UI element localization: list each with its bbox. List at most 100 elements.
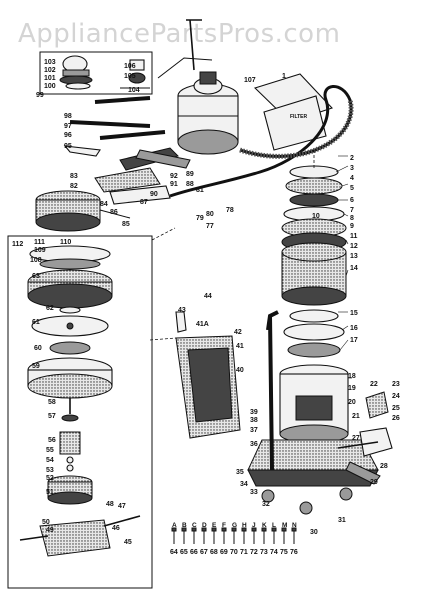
- callout-14: 14: [350, 265, 358, 272]
- callout-102: 102: [44, 67, 56, 74]
- callout-64: 64: [170, 549, 178, 556]
- fastener-letter-G: G: [232, 522, 237, 529]
- callout-34: 34: [240, 481, 248, 488]
- callout-84: 84: [100, 201, 108, 208]
- callout-36: 36: [250, 441, 258, 448]
- callout-28: 28: [380, 463, 388, 470]
- callout-62: 62: [46, 305, 54, 312]
- top-left-inset-box: [39, 51, 153, 95]
- handle-and-bag: [149, 310, 279, 471]
- callout-44: 44: [204, 293, 212, 300]
- callout-80: 80: [206, 211, 214, 218]
- callout-88: 88: [186, 181, 194, 188]
- callout-50: 50: [42, 519, 50, 526]
- callout-51: 51: [46, 489, 54, 496]
- callout-33: 33: [250, 489, 258, 496]
- callout-16: 16: [350, 325, 358, 332]
- callout-57: 57: [48, 413, 56, 420]
- fastener-letter-N: N: [292, 522, 297, 529]
- callout-70: 70: [230, 549, 238, 556]
- callout-40: 40: [236, 367, 244, 374]
- callout-92: 92: [170, 173, 178, 180]
- callout-60: 60: [34, 345, 42, 352]
- callout-112: 112: [12, 241, 23, 248]
- callout-81: 81: [196, 187, 204, 194]
- callout-3: 3: [350, 165, 354, 172]
- callout-105: 105: [124, 73, 136, 80]
- svg-text:FILTER: FILTER: [290, 114, 308, 120]
- callout-55: 55: [46, 447, 54, 454]
- left-exploded-column: [7, 227, 176, 589]
- callout-32: 32: [262, 501, 270, 508]
- filter-bag-box: FILTER: [253, 73, 333, 151]
- callout-37: 37: [250, 427, 258, 434]
- callout-21: 21: [352, 413, 360, 420]
- callout-74: 74: [270, 549, 278, 556]
- callout-97: 97: [64, 123, 72, 130]
- callout-22: 22: [370, 381, 378, 388]
- callout-6: 6: [350, 197, 354, 204]
- callout-24: 24: [392, 393, 400, 400]
- callout-109: 109: [34, 247, 46, 254]
- callout-108: 108: [30, 257, 42, 264]
- callout-101: 101: [44, 75, 56, 82]
- callout-89: 89: [186, 171, 194, 178]
- callout-98: 98: [64, 113, 72, 120]
- fastener-letter-C: C: [192, 522, 197, 529]
- callout-87: 87: [140, 199, 148, 206]
- callout-30: 30: [310, 529, 318, 536]
- callout-18: 18: [348, 373, 356, 380]
- callout-82: 82: [70, 183, 78, 190]
- callout-63: 63: [32, 273, 40, 280]
- watermark-text: AppliancePartsPros.com: [18, 19, 340, 49]
- callout-67: 67: [200, 549, 208, 556]
- callout-10: 10: [312, 213, 320, 220]
- callout-19: 19: [348, 385, 356, 392]
- callout-61: 61: [32, 319, 40, 326]
- callout-1: 1: [282, 73, 286, 80]
- callout-53: 53: [46, 467, 54, 474]
- callout-9: 9: [350, 223, 354, 230]
- callout-79: 79: [196, 215, 204, 222]
- callout-41A: 41A: [196, 321, 209, 328]
- wands-and-tools: [63, 96, 191, 205]
- callout-111: 111: [34, 239, 45, 246]
- callout-83: 83: [70, 173, 78, 180]
- leader-lines: [335, 155, 352, 379]
- callout-7: 7: [350, 207, 354, 214]
- callout-73: 73: [260, 549, 268, 556]
- callout-52: 52: [46, 475, 54, 482]
- callout-27: 27: [352, 435, 360, 442]
- callout-76: 76: [290, 549, 298, 556]
- callout-46: 46: [112, 525, 120, 532]
- fastener-letter-E: E: [212, 522, 217, 529]
- upper-left-motor: [35, 190, 131, 232]
- callout-42: 42: [234, 329, 242, 336]
- callout-25: 25: [392, 405, 400, 412]
- callout-45: 45: [124, 539, 132, 546]
- callout-91: 91: [170, 181, 178, 188]
- callout-59: 59: [32, 363, 40, 370]
- callout-96: 96: [64, 132, 72, 139]
- callout-43: 43: [178, 307, 186, 314]
- fastener-letter-H: H: [242, 522, 247, 529]
- callout-49: 49: [46, 527, 54, 534]
- fastener-letter-K: K: [262, 522, 267, 529]
- callout-106: 106: [124, 63, 136, 70]
- callout-23: 23: [392, 381, 400, 388]
- callout-78: 78: [226, 207, 234, 214]
- callout-8: 8: [350, 215, 354, 222]
- callout-48: 48: [106, 501, 114, 508]
- right-side-small-parts: [337, 391, 393, 485]
- callout-95: 95: [64, 143, 72, 150]
- callout-107: 107: [244, 77, 256, 84]
- fastener-letter-A: A: [172, 522, 177, 529]
- callout-90: 90: [150, 191, 158, 198]
- callout-85: 85: [122, 221, 130, 228]
- callout-66: 66: [190, 549, 198, 556]
- callout-86: 86: [110, 209, 118, 216]
- callout-41: 41: [236, 343, 244, 350]
- callout-39: 39: [250, 409, 258, 416]
